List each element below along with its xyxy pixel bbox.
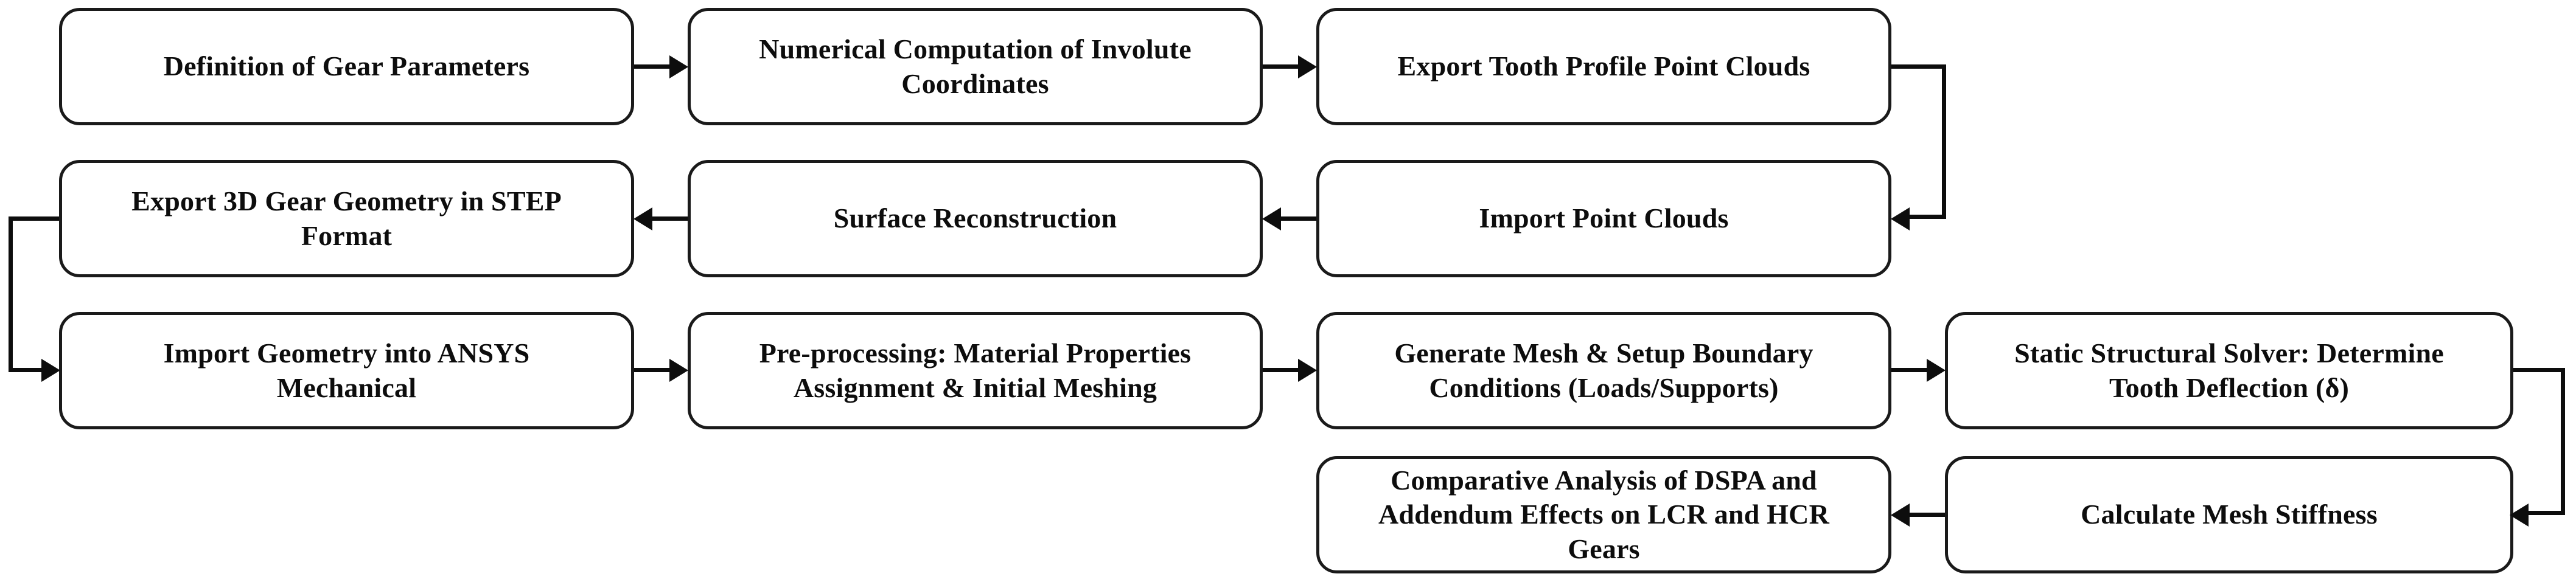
edge-n9-n10-line — [1891, 368, 1930, 372]
node-export-tooth-profile-point-clouds[interactable]: Export Tooth Profile Point Clouds — [1316, 8, 1891, 125]
node-import-point-clouds[interactable]: Import Point Clouds — [1316, 160, 1891, 277]
edge-n5-n4-line — [652, 216, 689, 221]
node-calculate-mesh-stiffness[interactable]: Calculate Mesh Stiffness — [1945, 456, 2513, 573]
node-label: Import Point Clouds — [1479, 202, 1729, 234]
node-generate-mesh-setup-boundary-conditions[interactable]: Generate Mesh & Setup Boundary Condition… — [1316, 312, 1891, 429]
node-export-3d-gear-geometry-in-step-format[interactable]: Export 3D Gear Geometry in STEP Format — [59, 160, 634, 277]
edge-n4-n7-line-vertical — [9, 216, 13, 372]
node-comparative-analysis-dspa-addendum[interactable]: Comparative Analysis of DSPA and Addendu… — [1316, 456, 1891, 573]
edge-n12-n11-arrowhead — [1891, 503, 1910, 527]
edge-n2-n3-arrowhead — [1298, 55, 1317, 78]
node-label: Numerical Computation of Involute Coordi… — [759, 33, 1192, 99]
edge-n10-n12-line-top — [2510, 368, 2565, 372]
node-definition-of-gear-parameters[interactable]: Definition of Gear Parameters — [59, 8, 634, 125]
node-label: Definition of Gear Parameters — [163, 50, 530, 82]
edge-n8-n9-arrowhead — [1298, 358, 1317, 382]
node-label: Pre-processing: Material Properties Assi… — [759, 338, 1192, 403]
edge-n5-n4-arrowhead — [634, 207, 652, 230]
edge-n10-n12-line-vertical — [2561, 368, 2565, 513]
node-label: Export Tooth Profile Point Clouds — [1397, 50, 1810, 82]
edge-n1-n2-arrowhead — [669, 55, 688, 78]
edge-n2-n3-line — [1263, 64, 1302, 69]
edge-n3-n6-line-top — [1891, 64, 1946, 69]
node-label: Static Structural Solver: Determine Toot… — [2014, 338, 2444, 403]
node-label: Calculate Mesh Stiffness — [2081, 499, 2378, 530]
node-import-geometry-into-ansys-mechanical[interactable]: Import Geometry into ANSYS Mechanical — [59, 312, 634, 429]
edge-n4-n7-arrowhead — [41, 358, 60, 382]
edge-n1-n2-line — [634, 64, 673, 69]
edge-n12-n11-line — [1910, 513, 1946, 517]
edge-n9-n10-arrowhead — [1927, 358, 1946, 382]
node-static-structural-solver-tooth-deflection[interactable]: Static Structural Solver: Determine Toot… — [1945, 312, 2513, 429]
edge-n3-n6-line-bottom — [1910, 215, 1946, 219]
node-label: Export 3D Gear Geometry in STEP Format — [131, 185, 562, 251]
edge-n8-n9-line — [1263, 368, 1302, 372]
node-label: Comparative Analysis of DSPA and Addendu… — [1378, 465, 1830, 564]
node-label: Surface Reconstruction — [833, 202, 1117, 234]
node-surface-reconstruction[interactable]: Surface Reconstruction — [688, 160, 1263, 277]
edge-n3-n6-arrowhead — [1891, 207, 1910, 230]
edge-n3-n6-line-vertical — [1942, 64, 1946, 216]
edge-n4-n7-line-bottom — [9, 368, 44, 372]
node-label: Generate Mesh & Setup Boundary Condition… — [1394, 338, 1813, 403]
edge-n6-n5-line — [1281, 216, 1318, 221]
edge-n7-n8-line — [634, 368, 673, 372]
edge-n4-n7-line-top — [9, 216, 62, 221]
edge-n7-n8-arrowhead — [669, 358, 688, 382]
edge-n10-n12-line-bottom — [2529, 511, 2565, 515]
edge-n6-n5-arrowhead — [1262, 207, 1281, 230]
node-pre-processing-material-properties[interactable]: Pre-processing: Material Properties Assi… — [688, 312, 1263, 429]
node-label: Import Geometry into ANSYS Mechanical — [163, 338, 530, 403]
edge-n10-n12-arrowhead — [2510, 503, 2529, 527]
node-numerical-computation-of-involute-coordinates[interactable]: Numerical Computation of Involute Coordi… — [688, 8, 1263, 125]
